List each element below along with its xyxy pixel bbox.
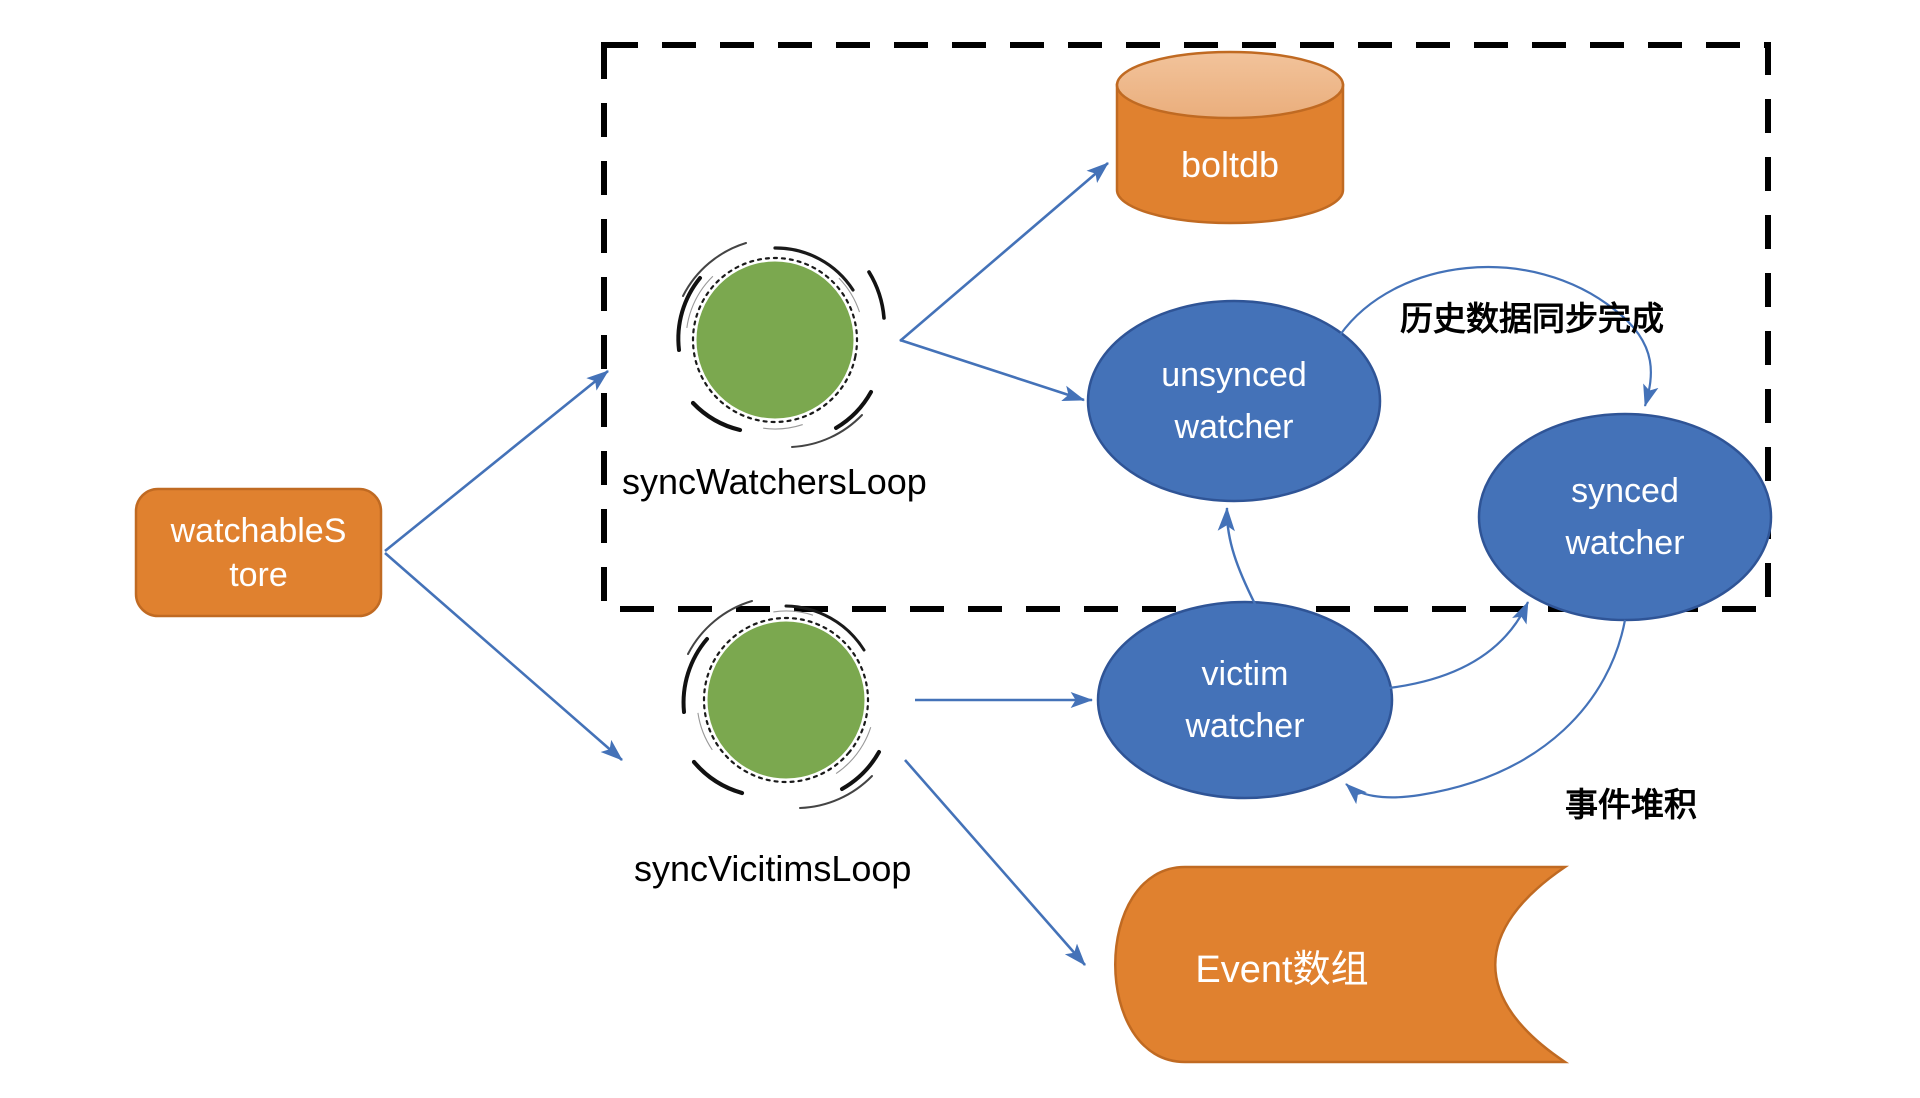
edge-syncwatchersloop-to-boltdb (899, 162, 1109, 342)
victim-watcher-shape[interactable] (1096, 600, 1394, 800)
edge-synced-to-victim-watcher (1345, 619, 1627, 805)
edge-watchablestore-to-syncvicitimsloop (384, 552, 623, 761)
unsynced-watcher-shape[interactable] (1086, 299, 1382, 503)
synced-watcher-shape[interactable] (1477, 412, 1773, 622)
edge-syncwatchersloop-to-unsynced-watcher (899, 338, 1085, 402)
watchable-store-shape[interactable] (134, 487, 383, 618)
edge-watchablestore-to-syncwatchersloop (384, 369, 609, 553)
edge-victim-to-unsynced-watcher (1217, 507, 1257, 605)
sync-watchers-loop-spinner[interactable] (661, 226, 889, 454)
edge-victim-to-synced-watcher (1388, 601, 1530, 690)
edge-unsynced-to-synced-watcher (1339, 265, 1659, 407)
boltdb-shape[interactable] (1115, 50, 1345, 225)
event-array-shape[interactable] (1114, 865, 1570, 1064)
edge-syncvicitimsloop-to-event-array (904, 759, 1086, 966)
sync-vicitims-loop-spinner[interactable] (664, 578, 907, 821)
dashed-group-box (601, 42, 1771, 612)
